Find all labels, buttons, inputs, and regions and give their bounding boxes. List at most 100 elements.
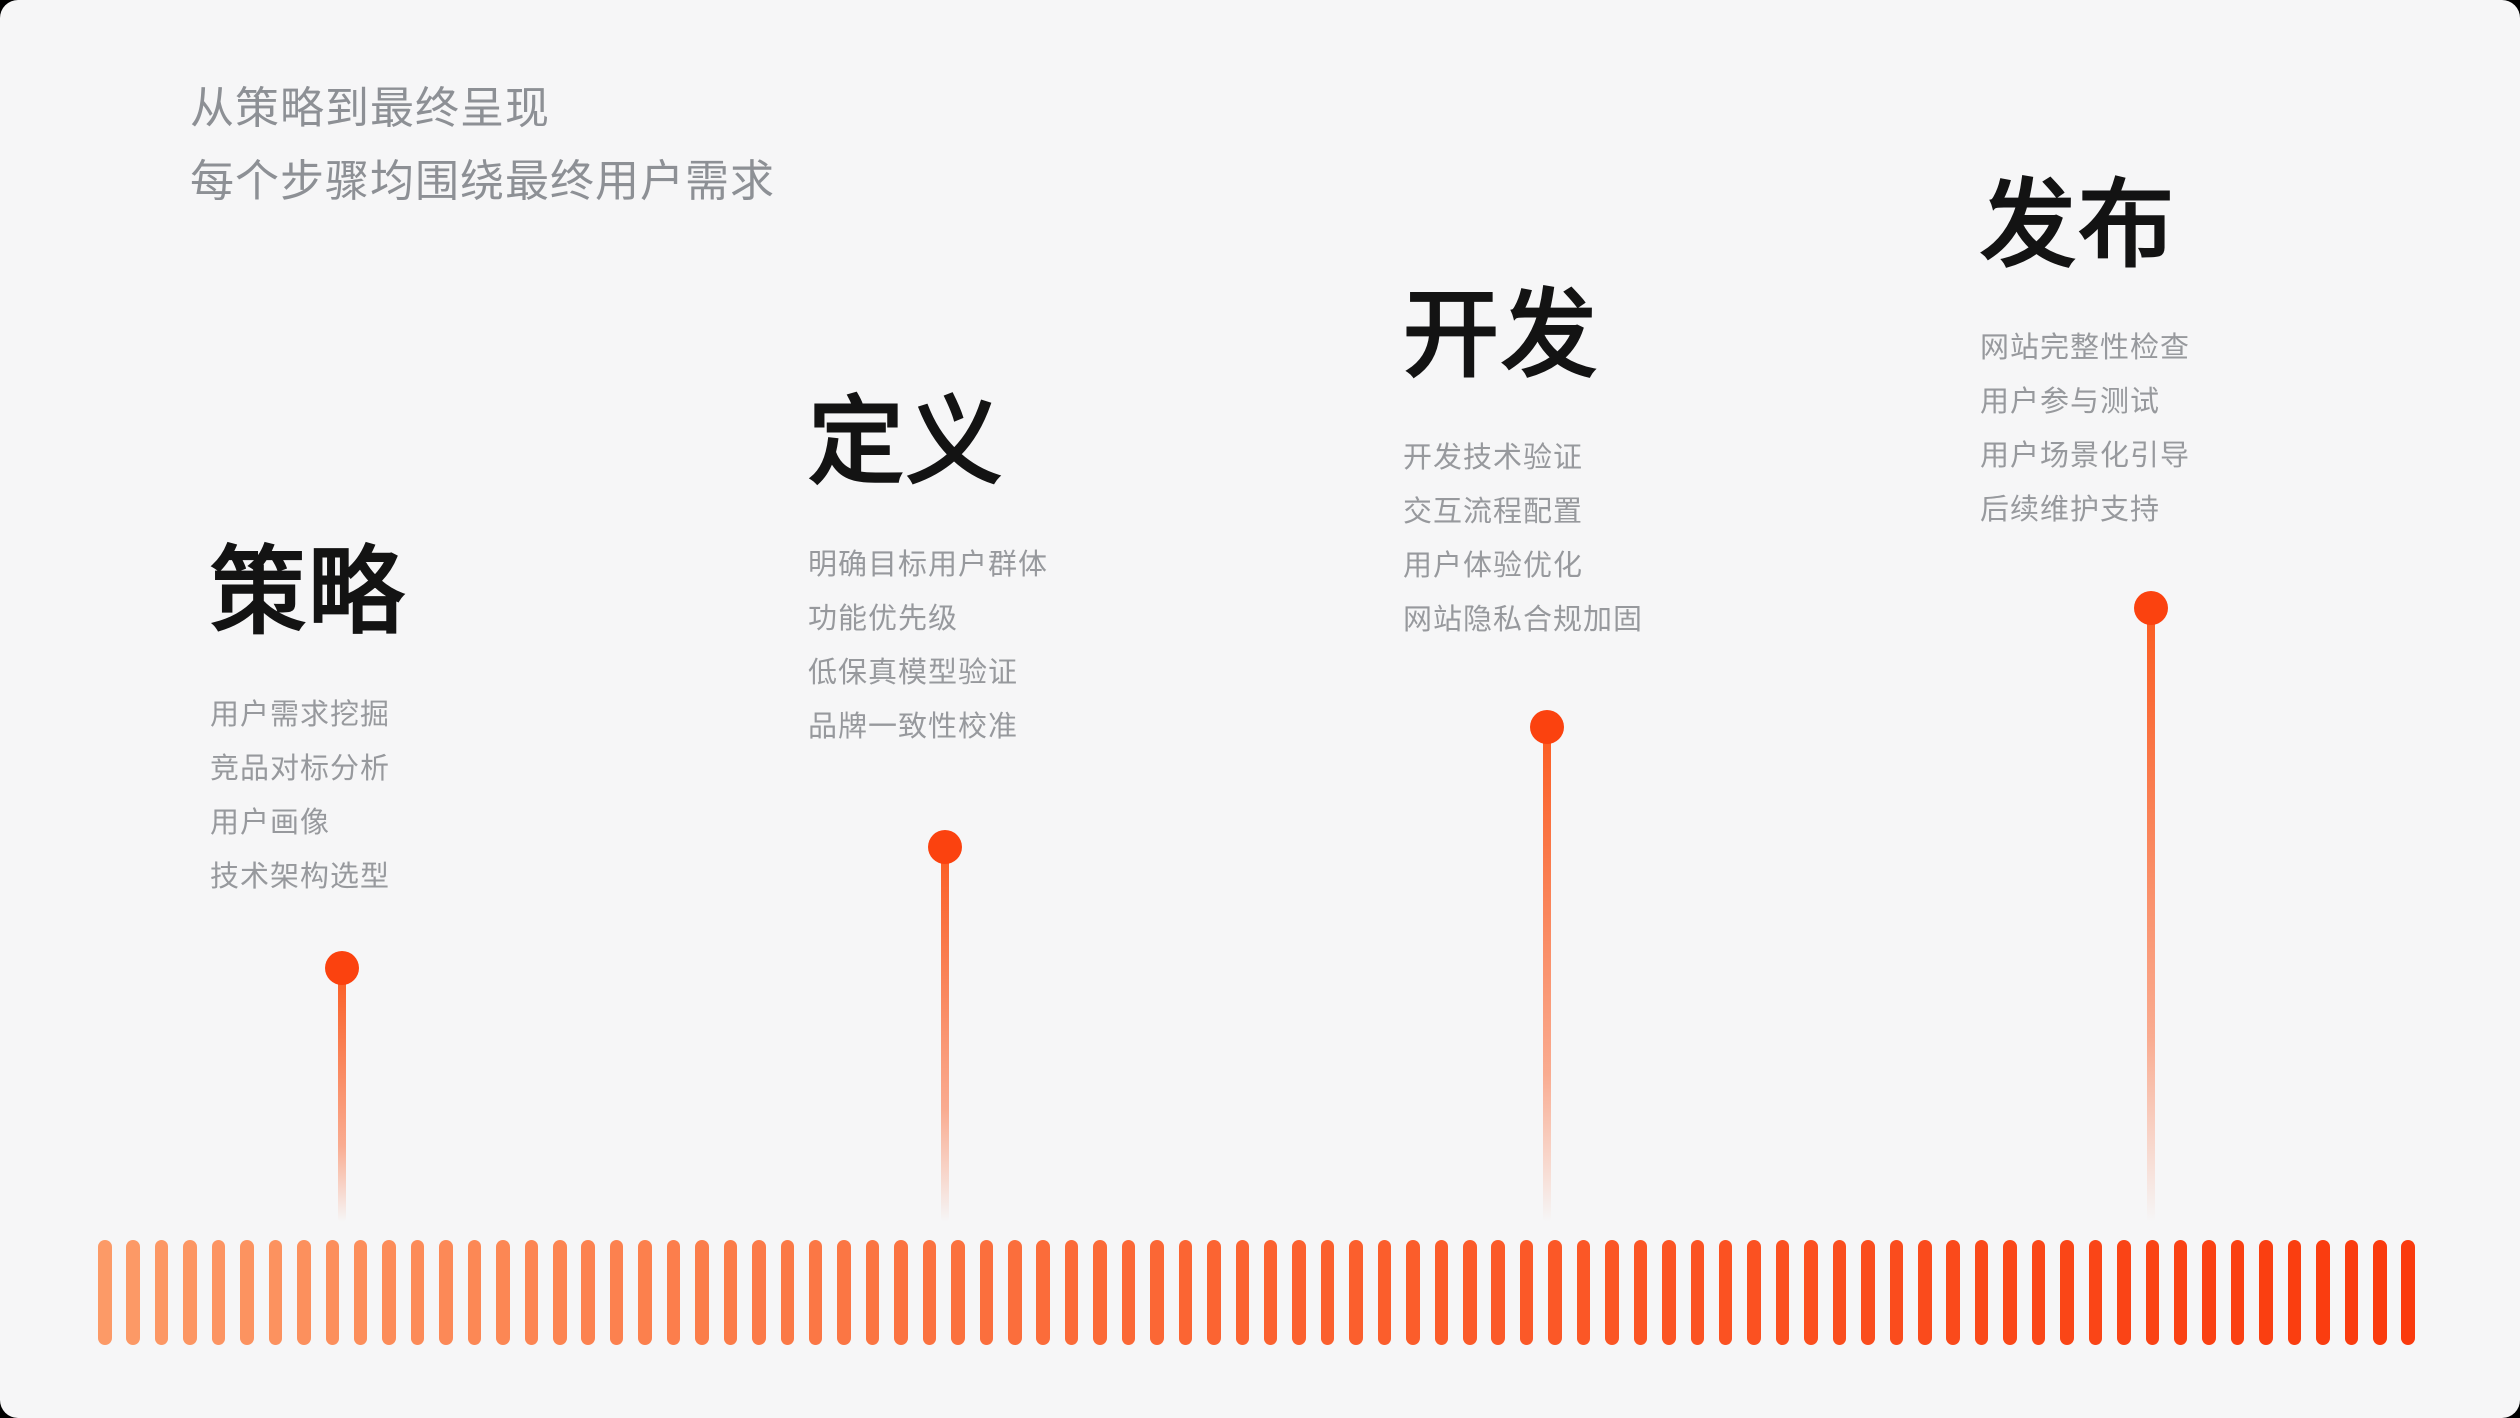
timeline-bar bbox=[154, 1240, 169, 1345]
stage-item: 用户体验优化 bbox=[1403, 550, 1584, 582]
stage-item: 低保真模型验证 bbox=[808, 657, 1019, 689]
stage-item: 用户画像 bbox=[210, 807, 331, 839]
timeline-bar bbox=[553, 1240, 567, 1345]
timeline-bar bbox=[467, 1240, 482, 1345]
timeline-bar bbox=[1832, 1240, 1847, 1345]
stage-title: 定义 bbox=[808, 389, 1004, 496]
timeline-bar bbox=[1690, 1240, 1704, 1345]
stage-item-list: 网站完整性检查 用户参与测试 用户场景化引导 后续维护支持 bbox=[1980, 321, 2190, 537]
timeline-bar bbox=[496, 1240, 510, 1345]
stage-definition: 定义 明确目标用户群体 功能优先级 低保真模型验证 品牌一致性校准 bbox=[808, 395, 1048, 754]
timeline-bar bbox=[1292, 1240, 1306, 1345]
timeline-bar bbox=[581, 1240, 595, 1345]
stage-item: 用户参与测试 bbox=[1980, 386, 2161, 418]
timeline-bar bbox=[183, 1240, 197, 1345]
pin-dot bbox=[325, 951, 359, 985]
pin-line bbox=[2147, 608, 2155, 1222]
timeline-bar bbox=[1349, 1240, 1363, 1345]
timeline-bar bbox=[1377, 1240, 1392, 1345]
timeline-bar bbox=[837, 1240, 851, 1345]
stage-item: 明确目标用户群体 bbox=[808, 549, 1049, 581]
stage-item: 交互流程配置 bbox=[1403, 496, 1584, 528]
timeline-bar bbox=[439, 1240, 453, 1345]
timeline-bar bbox=[2401, 1240, 2415, 1345]
pin-dot bbox=[1530, 710, 1564, 744]
timeline-bar bbox=[2230, 1240, 2245, 1345]
timeline-bar bbox=[922, 1240, 937, 1345]
timeline-bar bbox=[240, 1240, 254, 1345]
timeline-bar bbox=[2344, 1240, 2359, 1345]
timeline-bar bbox=[1861, 1240, 1875, 1345]
timeline-bar bbox=[297, 1240, 311, 1345]
timeline-bar bbox=[410, 1240, 425, 1345]
timeline-bar bbox=[1235, 1240, 1249, 1345]
timeline-bar bbox=[1036, 1240, 1050, 1345]
timeline-bar bbox=[2031, 1240, 2046, 1345]
timeline-bar bbox=[1263, 1240, 1278, 1345]
timeline-bar bbox=[979, 1240, 994, 1345]
timeline-bar bbox=[1889, 1240, 1904, 1345]
timeline-bar bbox=[2316, 1240, 2330, 1345]
timeline-bar bbox=[1775, 1240, 1790, 1345]
pin-line bbox=[941, 847, 949, 1222]
stage-item: 用户需求挖掘 bbox=[210, 699, 391, 731]
stage-item: 用户场景化引导 bbox=[1980, 440, 2191, 472]
timeline-bar bbox=[268, 1240, 283, 1345]
timeline-bar bbox=[1662, 1240, 1676, 1345]
timeline-bar bbox=[382, 1240, 396, 1345]
stage-item: 竞品对标分析 bbox=[210, 753, 391, 785]
timeline-bar bbox=[1178, 1240, 1193, 1345]
timeline-bar bbox=[752, 1240, 766, 1345]
timeline-bar bbox=[2373, 1240, 2387, 1345]
timeline-bar bbox=[1121, 1240, 1136, 1345]
timeline-bar bbox=[609, 1240, 624, 1345]
timeline-bar bbox=[2287, 1240, 2302, 1345]
timeline-bar bbox=[353, 1240, 368, 1345]
timeline-bar bbox=[1576, 1240, 1591, 1345]
timeline-bar bbox=[2003, 1240, 2017, 1345]
timeline-bar bbox=[1491, 1240, 1505, 1345]
timeline-bar bbox=[1974, 1240, 1989, 1345]
page-subtitle: 从策略到最终呈现 每个步骤均围绕最终用户需求 bbox=[190, 72, 775, 218]
timeline-bar bbox=[1747, 1240, 1761, 1345]
timeline-bar bbox=[1519, 1240, 1534, 1345]
timeline-bar bbox=[723, 1240, 738, 1345]
stage-item-list: 用户需求挖掘 竞品对标分析 用户画像 技术架构选型 bbox=[210, 688, 406, 904]
timeline-bar bbox=[2060, 1240, 2074, 1345]
stage-item-list: 明确目标用户群体 功能优先级 低保真模型验证 品牌一致性校准 bbox=[808, 538, 1048, 754]
timeline-bar bbox=[2117, 1240, 2131, 1345]
stage-item: 网站隐私合规加固 bbox=[1403, 604, 1644, 636]
subtitle-line-2: 每个步骤均围绕最终用户需求 bbox=[190, 157, 775, 206]
pin-dot bbox=[2134, 591, 2168, 625]
stage-item: 开发技术验证 bbox=[1403, 442, 1584, 474]
timeline-bar bbox=[780, 1240, 794, 1345]
timeline-bar bbox=[2145, 1240, 2159, 1345]
timeline-bar bbox=[1150, 1240, 1164, 1345]
timeline-bar bbox=[1548, 1240, 1562, 1345]
stage-title: 发布 bbox=[1980, 172, 2176, 279]
subtitle-line-1: 从策略到最终呈现 bbox=[190, 84, 550, 133]
timeline-bar bbox=[1804, 1240, 1818, 1345]
pin-dot bbox=[928, 830, 962, 864]
stage-item: 功能优先级 bbox=[808, 603, 959, 635]
pin-line bbox=[338, 968, 346, 1222]
timeline-bar bbox=[666, 1240, 681, 1345]
timeline-bar bbox=[211, 1240, 226, 1345]
timeline-bar bbox=[2202, 1240, 2216, 1345]
timeline-bar bbox=[1320, 1240, 1335, 1345]
timeline-bar bbox=[1008, 1240, 1022, 1345]
timeline-bar bbox=[1406, 1240, 1420, 1345]
timeline-bar bbox=[894, 1240, 908, 1345]
timeline-bar bbox=[1064, 1240, 1079, 1345]
timeline-bar bbox=[1946, 1240, 1960, 1345]
stage-title: 策略 bbox=[210, 539, 406, 646]
timeline-bar bbox=[638, 1240, 652, 1345]
timeline-bar bbox=[2088, 1240, 2103, 1345]
stage-item: 技术架构选型 bbox=[210, 861, 391, 893]
stage-title: 开发 bbox=[1403, 282, 1599, 389]
timeline-bar bbox=[2259, 1240, 2273, 1345]
timeline-bar bbox=[1207, 1240, 1221, 1345]
stage-item-list: 开发技术验证 交互流程配置 用户体验优化 网站隐私合规加固 bbox=[1403, 431, 1643, 647]
timeline-bar bbox=[524, 1240, 539, 1345]
stage-development: 开发 开发技术验证 交互流程配置 用户体验优化 网站隐私合规加固 bbox=[1403, 288, 1643, 647]
